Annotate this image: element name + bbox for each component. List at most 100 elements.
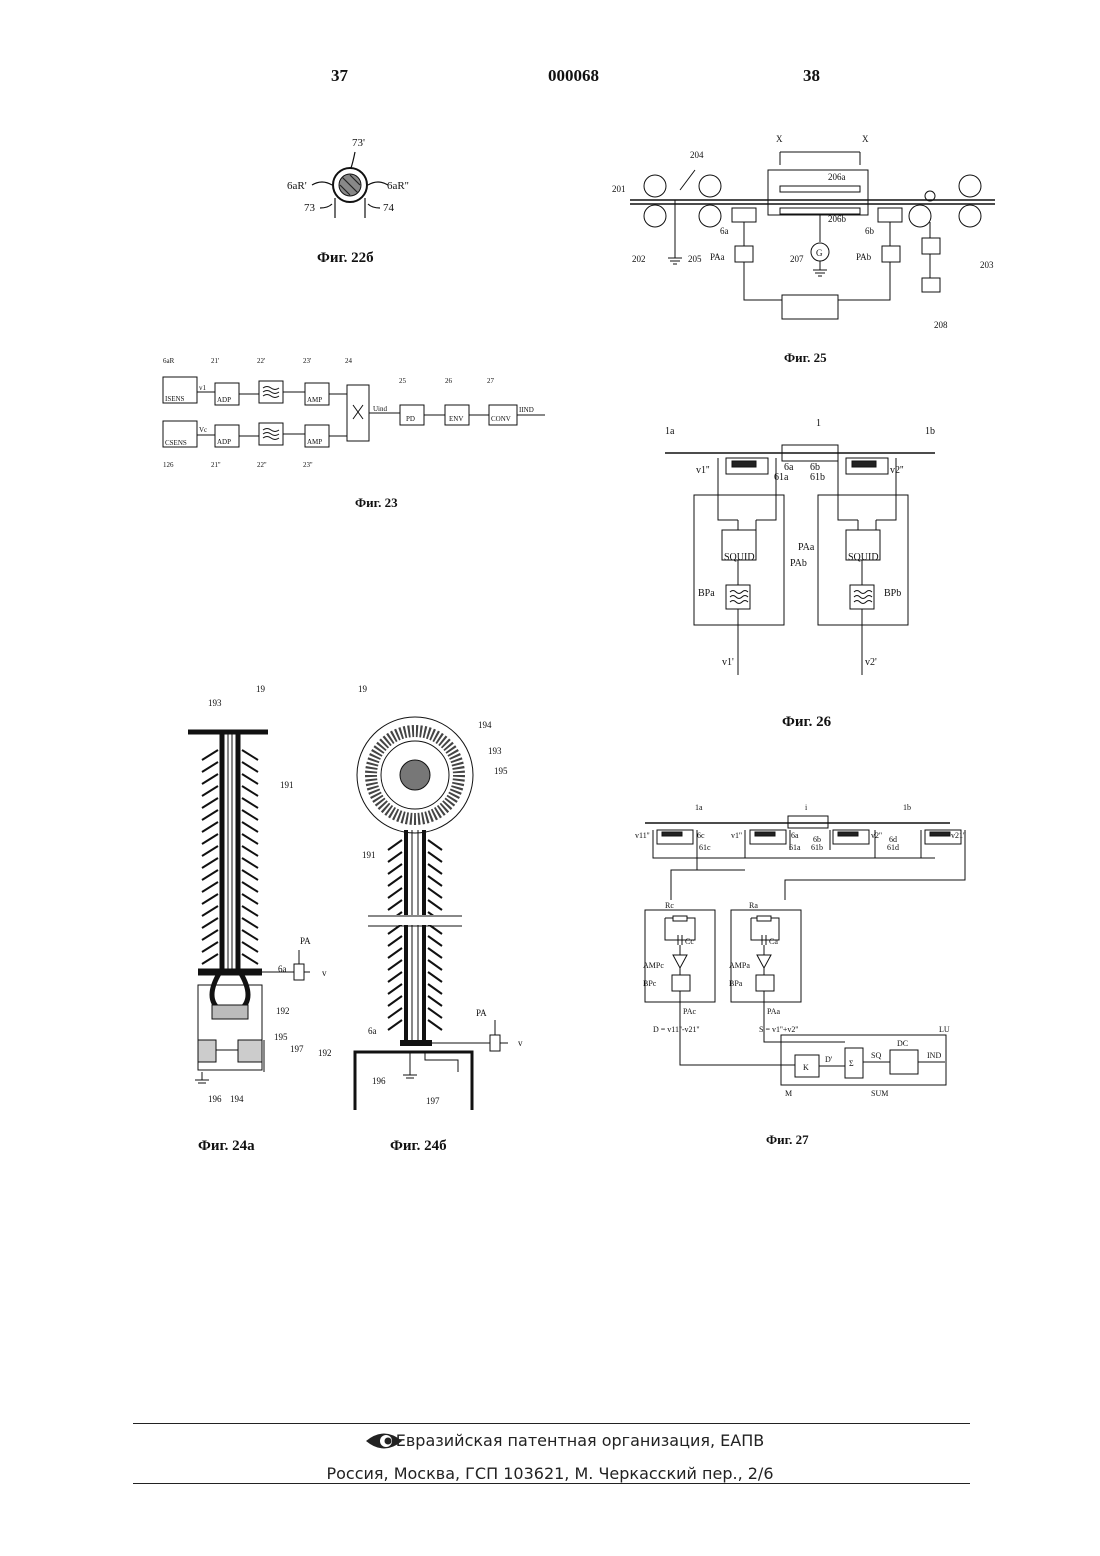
figure-24b: 19 194 193 195 191 PA 6a v 192 196 197 xyxy=(340,680,540,1120)
labels-l61a-label: 61a xyxy=(789,843,801,852)
signals-iind-label: IIND xyxy=(519,406,534,414)
labels-l192-label: 192 xyxy=(318,1048,332,1058)
labels-paa-label: PAa xyxy=(710,252,725,262)
fig23-caption: Фиг. 23 xyxy=(355,495,398,511)
labels-x2-label: X xyxy=(862,134,869,144)
labels-l196-label: 196 xyxy=(208,1094,222,1104)
blocks-conv-label: CONV xyxy=(491,415,511,423)
labels-ra-label: Ra xyxy=(749,901,758,910)
labels-sum-label: SUM xyxy=(871,1089,888,1098)
labels-v-label: v xyxy=(518,1038,523,1048)
labels-l61d-label: 61d xyxy=(887,843,899,852)
labels-rc-label: Rc xyxy=(665,901,674,910)
labels-x1-label: X xyxy=(776,134,783,144)
labels-v11-label: v11'' xyxy=(635,831,650,840)
labels-l207-label: 207 xyxy=(790,254,804,264)
labels-l203-label: 203 xyxy=(980,260,994,270)
refs-r6aR-label: 6aR xyxy=(163,357,175,365)
blocks-amp-label: AMP xyxy=(307,438,322,446)
labels-v-label: v xyxy=(322,968,327,978)
fig22b-caption: Фиг. 22б xyxy=(317,250,374,267)
footer-bottom-rule xyxy=(133,1483,970,1484)
labels-paa-label: PAa xyxy=(798,542,815,553)
labels-l6a-label: 6a xyxy=(368,1026,377,1036)
labels-dprime-label: D' xyxy=(825,1055,833,1064)
labels-l1b-label: 1b xyxy=(903,803,911,812)
labels-li-label: i xyxy=(805,803,808,812)
fig22b-label-6aR-dprime: 6aR'' xyxy=(387,180,409,192)
labels-l6a-label: 6a xyxy=(791,831,799,840)
blocks-adp-label: ADP xyxy=(217,438,231,446)
labels-l61b-label: 61b xyxy=(811,843,823,852)
labels-l6a-label: 6a xyxy=(720,226,729,236)
labels-l193-label: 193 xyxy=(208,698,222,708)
labels-sigma-label: Σ xyxy=(849,1059,854,1068)
labels-l6a-label: 6a xyxy=(278,964,287,974)
labels-l193-label: 193 xyxy=(488,746,502,756)
fig26-caption: Фиг. 26 xyxy=(782,714,831,731)
refs-r24-label: 24 xyxy=(345,357,353,365)
labels-bpa-label: BPa xyxy=(698,588,715,599)
refs-r126-label: 126 xyxy=(163,461,174,469)
labels-l195-label: 195 xyxy=(494,766,508,776)
labels-dc-label: DC xyxy=(897,1039,908,1048)
labels-pa-label: PA xyxy=(476,1008,487,1018)
labels-ampc-label: AMPc xyxy=(643,961,664,970)
blocks-pd-label: PD xyxy=(406,415,415,423)
blocks-csens-label: CSENS xyxy=(165,439,187,447)
fig24a-caption: Фиг. 24а xyxy=(198,1138,255,1155)
figure-27: 1a i 1b v11'' v1'' v2'' v21'' 6c 61c 6a … xyxy=(635,800,980,1100)
labels-ca-label: Ca xyxy=(769,937,778,946)
footer-organization: Евразийская патентная организация, ЕАПВ xyxy=(0,1431,1100,1450)
labels-paa-label: PAa xyxy=(767,1007,780,1016)
signals-vc-label: Vc xyxy=(199,426,207,434)
figure-26: 1a 1 1b v1'' v2'' 6a 6b 61a 61b PAa PAb … xyxy=(660,420,950,685)
figure-24a: 19 193 191 PA 6a v 192 195 197 196 194 xyxy=(180,680,340,1110)
signals-v1-label: v1 xyxy=(199,384,207,392)
labels-k-label: K xyxy=(803,1063,809,1072)
labels-v21-label: v21'' xyxy=(951,831,966,840)
labels-l1-label: 1 xyxy=(816,418,821,429)
page-number-left: 37 xyxy=(331,66,348,86)
labels-l61b-label: 61b xyxy=(810,472,825,483)
labels-l19-label: 19 xyxy=(358,684,368,694)
labels-pac-label: PAc xyxy=(683,1007,696,1016)
labels-bpc-label: BPc xyxy=(643,979,657,988)
labels-g-label: G xyxy=(816,248,823,258)
labels-l191-label: 191 xyxy=(362,850,376,860)
labels-l201-label: 201 xyxy=(612,184,626,194)
labels-l192-label: 192 xyxy=(276,1006,290,1016)
blocks-adp-label: ADP xyxy=(217,396,231,404)
labels-l206a-label: 206a xyxy=(828,172,846,182)
refs-r22b-label: 22'' xyxy=(257,461,267,469)
labels-l202-label: 202 xyxy=(632,254,646,264)
fig22b-label-73: 73 xyxy=(304,202,316,214)
fig22b-label-74: 74 xyxy=(383,202,395,214)
refs-r26-label: 26 xyxy=(445,377,453,385)
figure-23: 6aR 21' 22' 23' 24 25 26 27 126 21'' 22'… xyxy=(155,355,555,475)
footer-address: Россия, Москва, ГСП 103621, М. Черкасски… xyxy=(0,1464,1100,1483)
labels-l1b-label: 1b xyxy=(925,426,935,437)
page-number-right: 38 xyxy=(803,66,820,86)
labels-sq-label: SQ xyxy=(871,1051,881,1060)
blocks-amp-label: AMP xyxy=(307,396,322,404)
labels-bpb-label: BPb xyxy=(884,588,901,599)
labels-l208-label: 208 xyxy=(934,320,948,330)
refs-r23b-label: 23'' xyxy=(303,461,313,469)
labels-l196-label: 196 xyxy=(372,1076,386,1086)
refs-r23a-label: 23' xyxy=(303,357,311,365)
fig24b-caption: Фиг. 24б xyxy=(390,1138,447,1155)
labels-l197-label: 197 xyxy=(290,1044,304,1054)
signals-uind-label: Uind xyxy=(373,405,388,413)
labels-l195-label: 195 xyxy=(274,1032,288,1042)
labels-pab-label: PAb xyxy=(790,558,807,569)
labels-s-eq-label: S = v1''+v2'' xyxy=(759,1025,799,1034)
labels-l206b-label: 206b xyxy=(828,214,847,224)
labels-m-label: M xyxy=(785,1089,792,1098)
labels-l19-label: 19 xyxy=(256,684,266,694)
fig27-caption: Фиг. 27 xyxy=(766,1132,809,1148)
labels-l204-label: 204 xyxy=(690,150,704,160)
labels-l205-label: 205 xyxy=(688,254,702,264)
fig22b-label-6aR-prime: 6aR' xyxy=(287,180,307,192)
refs-r21b-label: 21'' xyxy=(211,461,221,469)
